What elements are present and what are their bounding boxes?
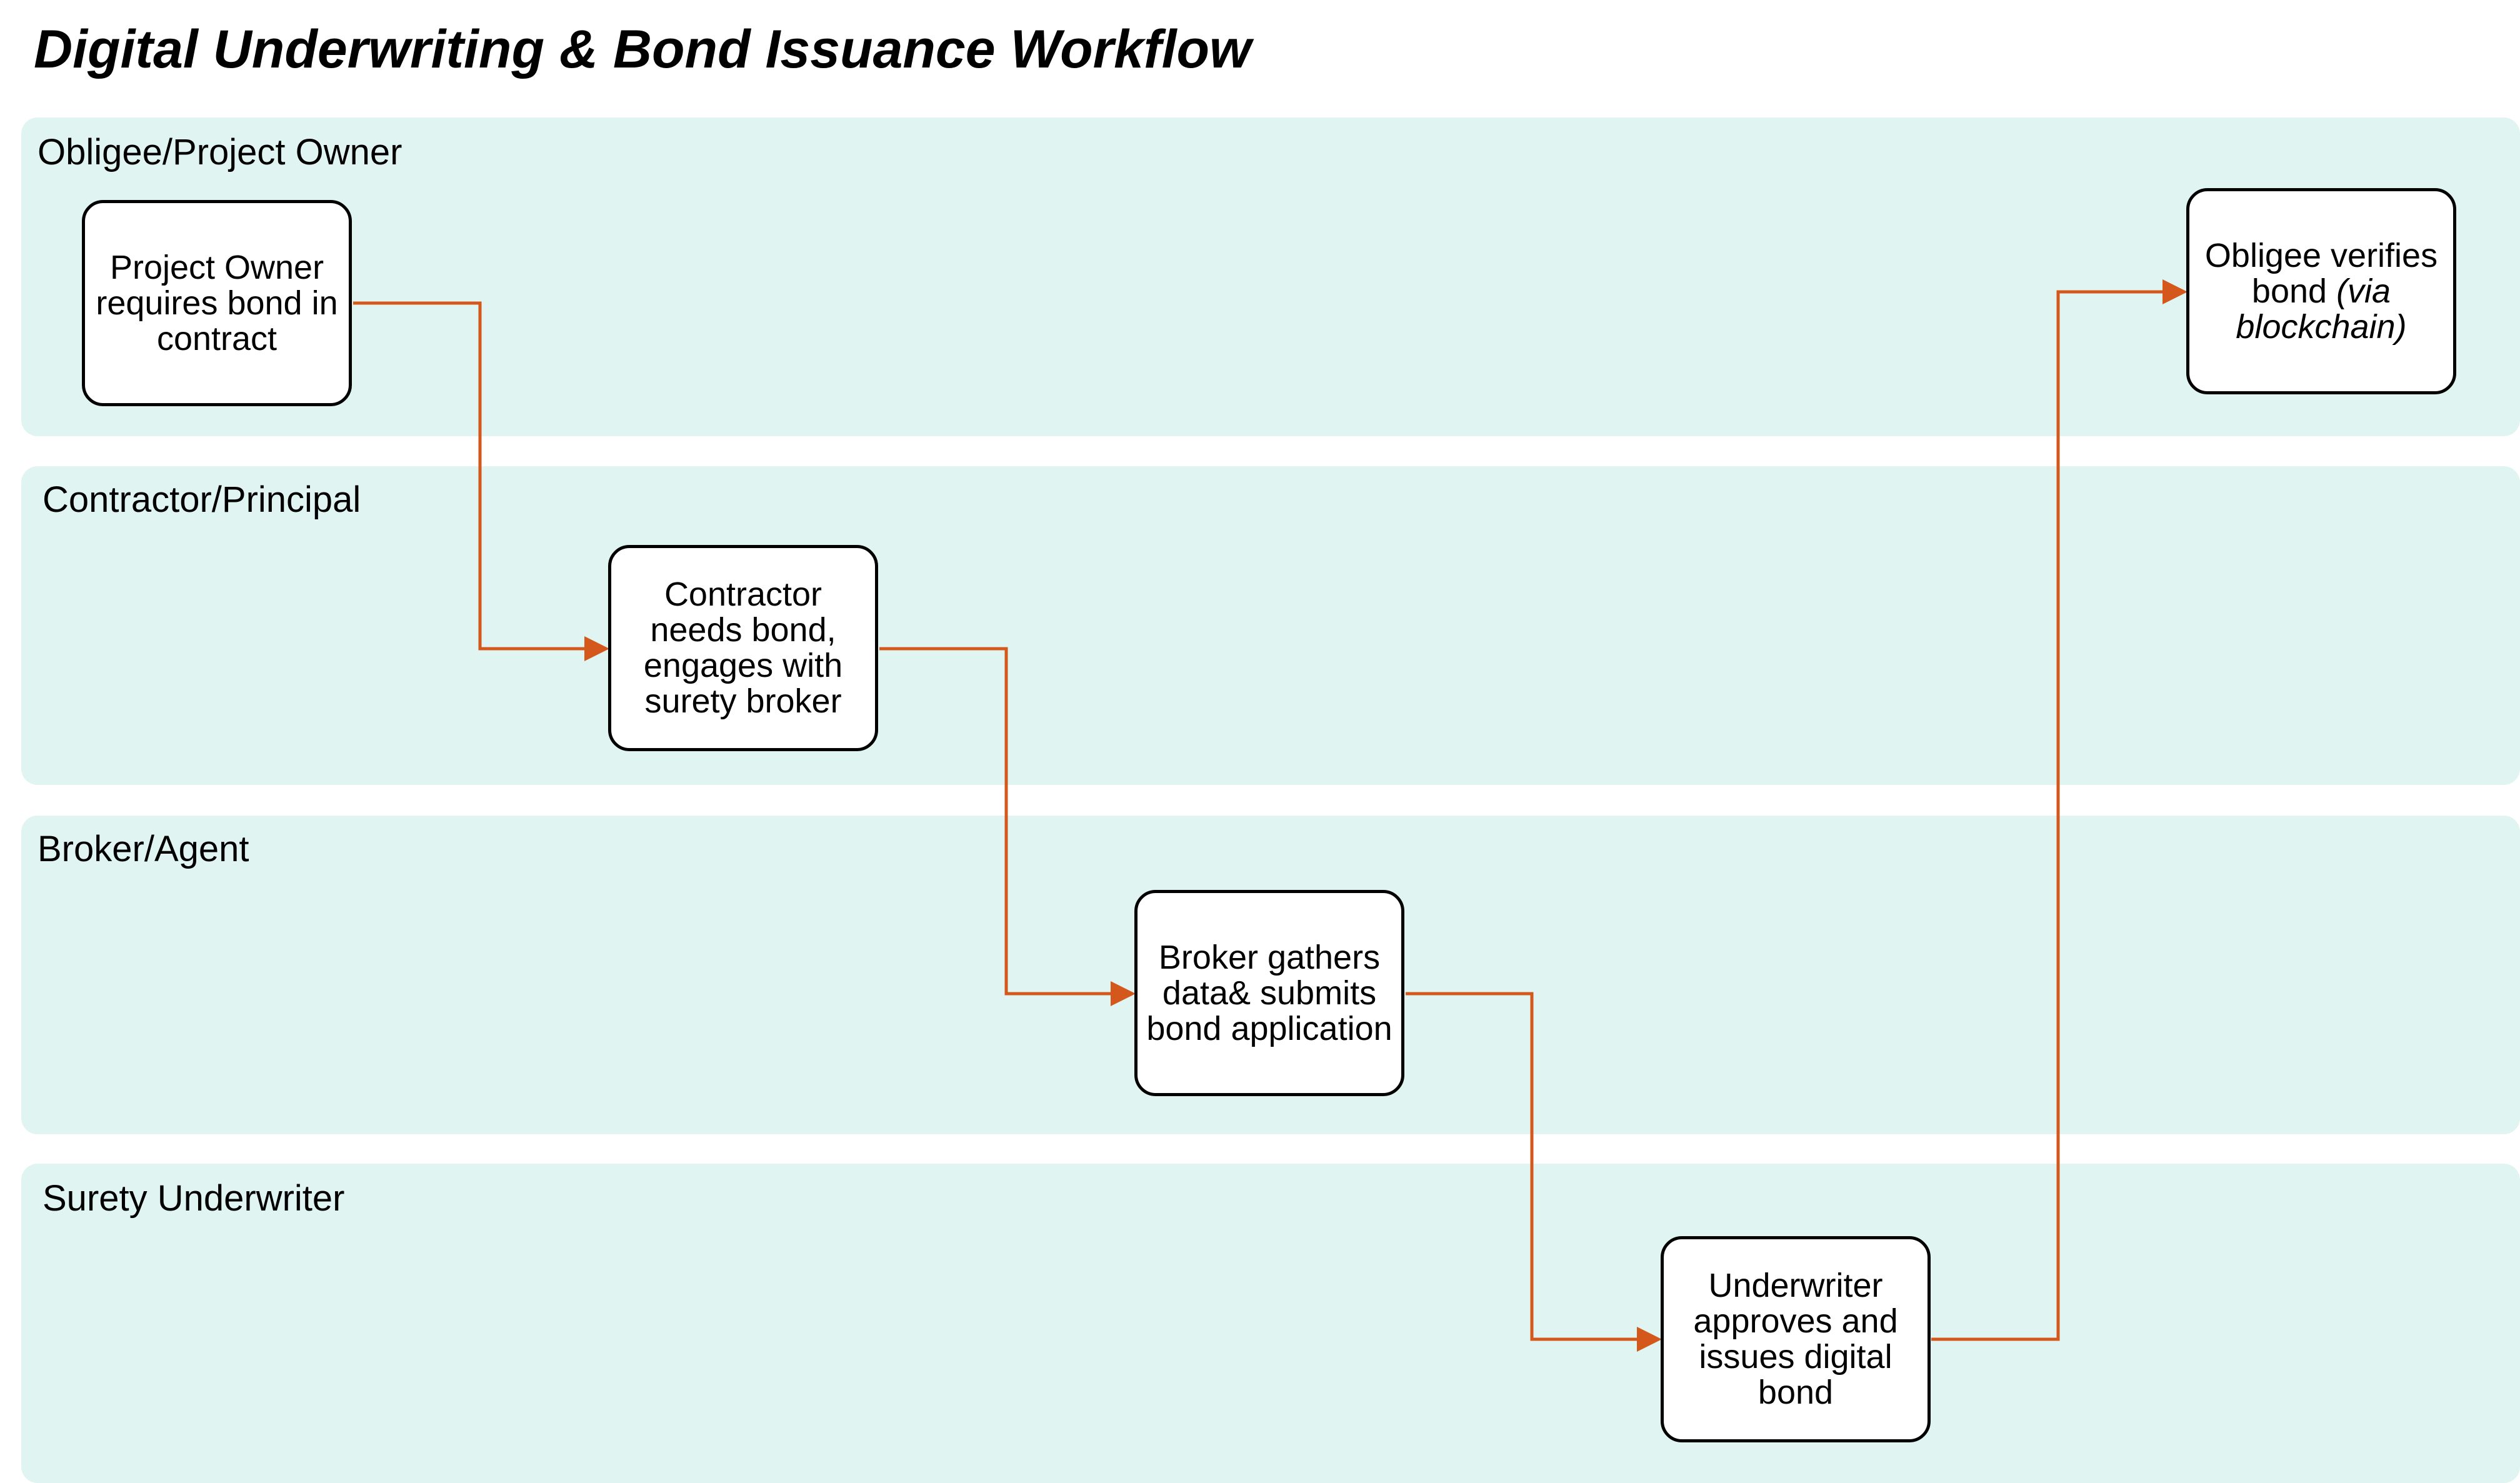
connector-broker-to-underwriter: [1406, 992, 1662, 1352]
node-project-owner-requires-bond: Project Owner requires bond in contract: [82, 200, 352, 406]
connector-underwriter-to-obligee: [1931, 279, 2188, 1341]
node-obligee-verifies-bond: Obligee verifies bond (via blockchain): [2186, 188, 2456, 394]
node-label: Project Owner requires bond in contract: [96, 248, 338, 357]
node-contractor-needs-bond: Contractor needs bond, engages with sure…: [608, 545, 878, 751]
lane-obligee-project-owner: Obligee/Project Owner: [21, 117, 2520, 436]
lane-label: Obligee/Project Owner: [38, 132, 402, 172]
node-label: Underwriter approves and issues digital …: [1693, 1267, 1898, 1411]
lane-label: Contractor/Principal: [42, 479, 361, 520]
lane-label: Surety Underwriter: [42, 1178, 345, 1219]
lane-surety-underwriter: Surety Underwriter: [21, 1164, 2520, 1483]
connector-owner-to-contractor: [353, 301, 609, 661]
node-broker-submits-application: Broker gathers data& submits bond applic…: [1134, 890, 1404, 1096]
connector-contractor-to-broker: [879, 647, 1136, 1006]
diagram-title: Digital Underwriting & Bond Issuance Wor…: [34, 19, 1251, 79]
lane-contractor-principal: Contractor/Principal: [21, 466, 2520, 785]
node-label: Obligee verifies bond (via blockchain): [2196, 236, 2447, 346]
node-label-plain: Obligee verifies bond: [2204, 236, 2438, 310]
node-label: Contractor needs bond, engages with sure…: [643, 576, 843, 720]
node-label-italic: (via blockchain): [2236, 272, 2407, 346]
lane-label: Broker/Agent: [38, 829, 249, 869]
node-underwriter-issues-bond: Underwriter approves and issues digital …: [1661, 1236, 1931, 1442]
node-label: Broker gathers data& submits bond applic…: [1146, 938, 1392, 1047]
